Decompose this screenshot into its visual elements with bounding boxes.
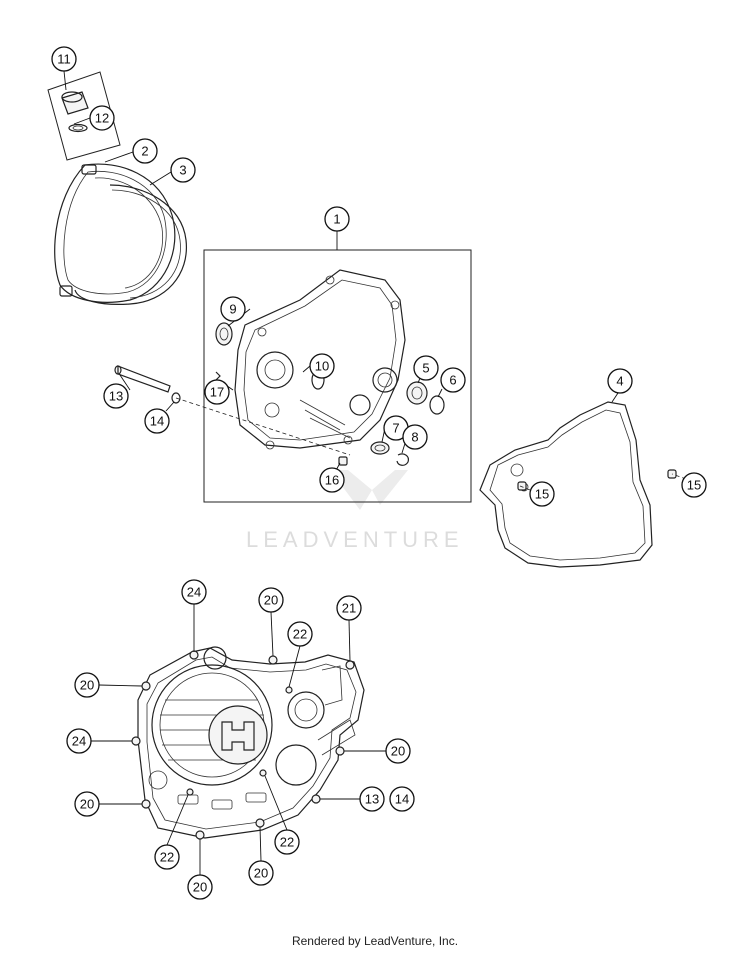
callout-14: 14 [144, 408, 170, 434]
callout-22-right: 22 [274, 829, 300, 855]
callout-24-left: 24 [66, 728, 92, 754]
svg-text:7: 7 [392, 421, 399, 436]
callout-20-top: 20 [258, 587, 284, 613]
callout-13: 13 [103, 383, 129, 409]
callout-22-left: 22 [154, 844, 180, 870]
svg-text:21: 21 [342, 601, 356, 616]
bearing-5-part [406, 381, 445, 415]
svg-text:5: 5 [422, 361, 429, 376]
svg-text:12: 12 [95, 111, 109, 126]
callout-17: 17 [204, 379, 230, 405]
svg-text:20: 20 [80, 797, 94, 812]
callout-16: 16 [319, 467, 345, 493]
svg-text:11: 11 [57, 52, 71, 67]
bolt-13-part [114, 365, 171, 393]
callout-20-left-top: 20 [74, 672, 100, 698]
outer-cover-part [54, 163, 187, 305]
svg-text:22: 22 [160, 850, 174, 865]
svg-text:15: 15 [535, 487, 549, 502]
svg-text:20: 20 [391, 744, 405, 759]
plug-detail-frame [47, 71, 121, 161]
svg-text:3: 3 [179, 163, 186, 178]
callout-24-top: 24 [181, 579, 207, 605]
callout-20-right: 20 [385, 738, 411, 764]
callout-13-bottom: 13 [359, 786, 385, 812]
washer-14-part [171, 392, 181, 404]
callout-3: 3 [170, 157, 196, 183]
callout-11: 11 [51, 46, 77, 72]
svg-text:4: 4 [616, 374, 623, 389]
svg-text:24: 24 [187, 585, 201, 600]
callout-2: 2 [132, 138, 158, 164]
svg-text:20: 20 [193, 880, 207, 895]
svg-text:9: 9 [229, 302, 236, 317]
svg-text:14: 14 [395, 792, 409, 807]
callout-1: 1 [324, 206, 350, 232]
callout-20-bottom-right: 20 [248, 860, 274, 886]
svg-text:10: 10 [315, 359, 329, 374]
filler-plug-part [61, 91, 89, 133]
svg-text:13: 13 [109, 389, 123, 404]
inner-cover-assembly-frame [203, 249, 472, 503]
svg-text:2: 2 [141, 144, 148, 159]
svg-text:20: 20 [80, 678, 94, 693]
callout-4: 4 [607, 368, 633, 394]
callout-22-top: 22 [287, 621, 313, 647]
callout-20-bottom-left: 20 [187, 874, 213, 900]
svg-text:20: 20 [264, 593, 278, 608]
leader-lines [63, 70, 687, 875]
svg-text:17: 17 [210, 385, 224, 400]
callout-15-a: 15 [529, 481, 555, 507]
seal-7-part [370, 441, 409, 466]
svg-text:14: 14 [150, 414, 164, 429]
callout-8: 8 [402, 424, 428, 450]
inner-cover-part [234, 269, 406, 450]
callout-12: 12 [89, 105, 115, 131]
svg-text:15: 15 [687, 478, 701, 493]
callout-5: 5 [413, 355, 439, 381]
watermark-text: LEADVENTURE [246, 527, 464, 552]
seal-9-part [215, 322, 233, 346]
callout-10: 10 [309, 353, 335, 379]
svg-text:1: 1 [333, 212, 340, 227]
svg-text:6: 6 [449, 373, 456, 388]
callout-14-bottom: 14 [389, 786, 415, 812]
svg-text:22: 22 [280, 835, 294, 850]
svg-text:13: 13 [365, 792, 379, 807]
rendered-by-footer: Rendered by LeadVenture, Inc. [291, 934, 459, 948]
svg-text:8: 8 [411, 430, 418, 445]
screw-16-part [338, 456, 348, 466]
callout-21: 21 [336, 595, 362, 621]
svg-text:20: 20 [254, 866, 268, 881]
svg-text:24: 24 [72, 734, 86, 749]
callout-9: 9 [220, 296, 246, 322]
gasket-4-part [479, 401, 653, 568]
svg-text:16: 16 [325, 473, 339, 488]
assembled-cover-part [131, 646, 365, 840]
callout-15-b: 15 [681, 472, 707, 498]
leadventure-watermark: LEADVENTURE [246, 470, 464, 552]
callout-6: 6 [440, 367, 466, 393]
svg-text:22: 22 [293, 627, 307, 642]
callout-20-left-bottom: 20 [74, 791, 100, 817]
